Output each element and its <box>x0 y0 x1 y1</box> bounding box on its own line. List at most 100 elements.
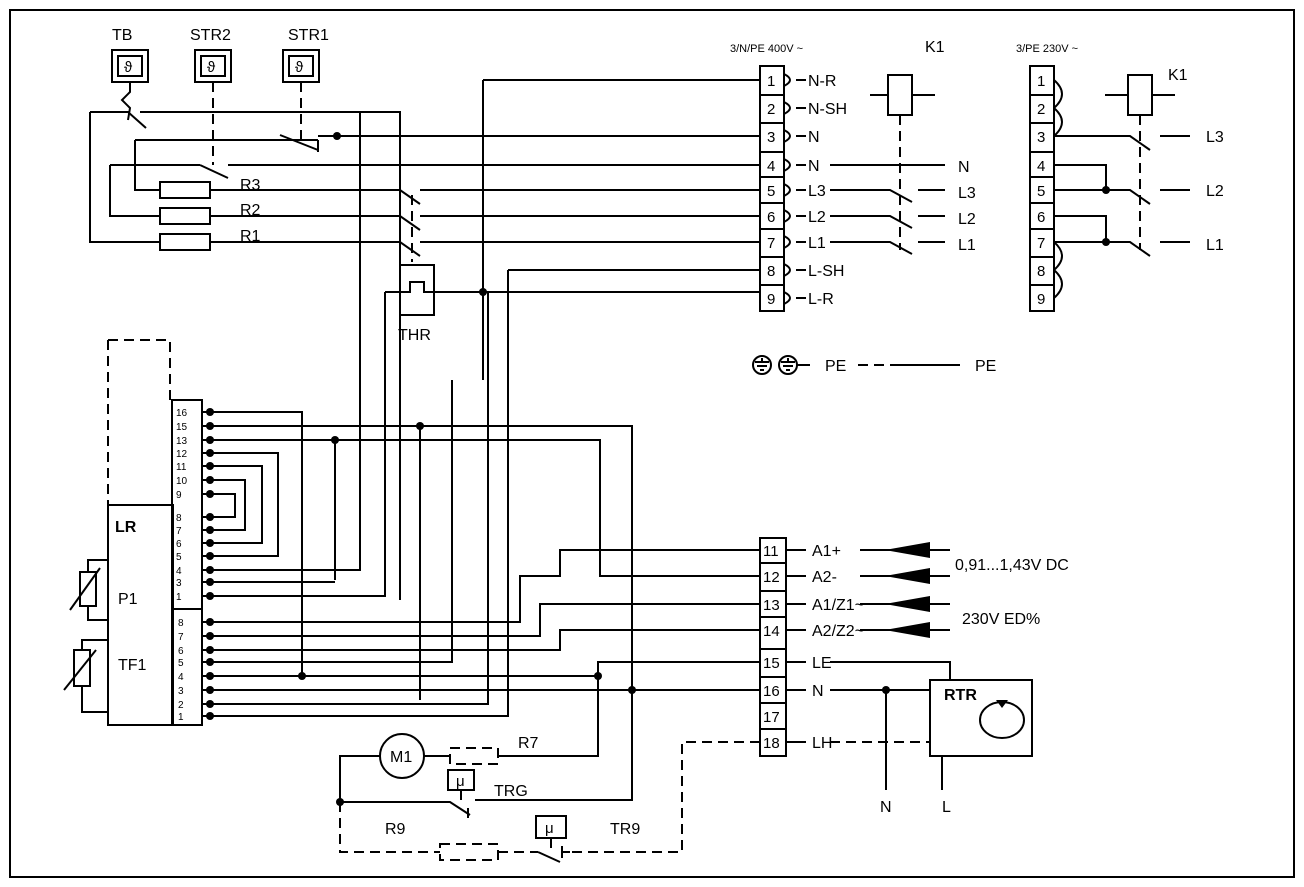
str1-label: STR1 <box>288 27 329 44</box>
k1-label-400: K1 <box>925 39 945 56</box>
lr-upper-pin: 9 <box>176 490 182 501</box>
terminal-a-number: 8 <box>767 263 775 280</box>
resistor-r1: R1 <box>159 228 261 251</box>
lr-upper-pin: 10 <box>176 476 188 487</box>
lr-upper-pin: 3 <box>176 578 182 589</box>
tr9-label: TR9 <box>610 821 640 838</box>
terminal-b-number: 1 <box>1037 73 1045 90</box>
terminal-b-number: 6 <box>1037 209 1045 226</box>
output-400-n: N <box>958 159 970 176</box>
terminal-a-name: N <box>808 129 820 146</box>
supply-230-title: 3/PE 230V ~ <box>1016 43 1078 55</box>
terminal-c-number: 15 <box>763 655 780 672</box>
thr-label: THR <box>398 327 431 344</box>
terminal-c-name: LE <box>812 655 832 672</box>
terminal-b-number: 2 <box>1037 101 1045 118</box>
lr-upper-pin: 7 <box>176 526 182 537</box>
lr-lower-pin: 6 <box>178 646 184 657</box>
tr9-mu-icon: μ <box>545 820 554 837</box>
pe-left-label: PE <box>825 358 846 375</box>
terminal-c-number: 13 <box>763 597 780 614</box>
lr-label: LR <box>115 519 137 536</box>
supply-400-title: 3/N/PE 400V ~ <box>730 43 803 55</box>
output-230-l2: L2 <box>1206 183 1224 200</box>
tb-theta-icon: ϑ <box>124 59 133 76</box>
resistor-r2: R2 <box>159 202 261 225</box>
lr-lower-pin: 2 <box>178 700 184 711</box>
terminal-c-number: 16 <box>763 683 780 700</box>
m1-label: M1 <box>390 749 412 766</box>
str1-theta-icon: ϑ <box>295 59 304 76</box>
output-400-l2: L2 <box>958 211 976 228</box>
lr-lower-pin: 7 <box>178 632 184 643</box>
lr-lower-pin: 3 <box>178 686 184 697</box>
input-arrows: 0,91...1,43V DC 230V ED% <box>860 542 1069 638</box>
lr-lower-pin: 5 <box>178 658 184 669</box>
terminal-c-number: 18 <box>763 735 780 752</box>
terminal-a-name: L1 <box>808 235 826 252</box>
str2-label: STR2 <box>190 27 231 44</box>
output-400-l3: L3 <box>958 185 976 202</box>
lr-lower-pin: 4 <box>178 672 184 683</box>
rtr-n-label: N <box>880 799 892 816</box>
terminal-a-number: 6 <box>767 209 775 226</box>
lr-upper-pin: 4 <box>176 566 182 577</box>
terminal-a-number: 7 <box>767 235 775 252</box>
lr-upper-pin: 12 <box>176 449 188 460</box>
k1-coil-400: K1 <box>870 39 945 250</box>
pe-ground: PE PE <box>752 355 996 375</box>
tf1-sensor: TF1 <box>63 639 147 713</box>
r9-label: R9 <box>385 821 406 838</box>
terminal-c-name: A1+ <box>812 543 841 560</box>
terminal-b-number: 9 <box>1037 291 1045 308</box>
terminal-a-name: L2 <box>808 209 826 226</box>
r7-label: R7 <box>518 735 539 752</box>
trg-relay: μ TRG <box>447 769 528 800</box>
terminal-a-number: 9 <box>767 291 775 308</box>
str2-thermostat: STR2 ϑ <box>190 27 232 83</box>
tb-thermostat: TB ϑ <box>111 27 149 83</box>
terminal-a-number: 5 <box>767 183 775 200</box>
p1-potentiometer: P1 <box>69 559 138 621</box>
terminal-b-number: 8 <box>1037 263 1045 280</box>
k1-coil-230: K1 <box>1105 67 1188 250</box>
diagram-frame <box>9 9 1295 878</box>
terminal-c-name: LH <box>812 735 832 752</box>
rtr-l-label: L <box>942 799 951 816</box>
p1-label: P1 <box>118 591 138 608</box>
terminal-c-number: 12 <box>763 569 780 586</box>
lr-upper-pin: 16 <box>176 408 188 419</box>
terminal-c-number: 17 <box>763 709 780 726</box>
tr9-relay: μ TR9 <box>535 815 640 848</box>
terminal-c-name: A2/Z2~ <box>812 623 864 640</box>
output-230-l3: L3 <box>1206 129 1224 146</box>
terminal-a-name: N-SH <box>808 101 847 118</box>
terminal-b-number: 7 <box>1037 235 1045 252</box>
input-ac-label: 230V ED% <box>962 611 1040 628</box>
terminal-c-name: A1/Z1~ <box>812 597 864 614</box>
terminal-c-name: N <box>812 683 824 700</box>
lr-upper-pin: 5 <box>176 552 182 563</box>
rtr-label: RTR <box>944 687 977 704</box>
lr-upper-pin: 13 <box>176 436 188 447</box>
str1-thermostat: STR1 ϑ <box>282 27 329 83</box>
terminal-a-name: L-SH <box>808 263 844 280</box>
lr-upper-pin: 1 <box>176 592 182 603</box>
terminal-a-number: 3 <box>767 129 775 146</box>
terminal-b-number: 5 <box>1037 183 1045 200</box>
terminal-a-number: 1 <box>767 73 775 90</box>
lr-lower-pin: 8 <box>178 618 184 629</box>
pe-right-label: PE <box>975 358 996 375</box>
r2-label: R2 <box>240 202 261 219</box>
terminal-c-number: 14 <box>763 623 780 640</box>
rtr-room-thermostat: RTR <box>929 679 1033 757</box>
lr-upper-pin: 11 <box>176 462 187 473</box>
lr-upper-pin: 6 <box>176 539 182 550</box>
terminal-c-number: 11 <box>763 543 779 560</box>
tf1-label: TF1 <box>118 657 147 674</box>
r3-label: R3 <box>240 177 261 194</box>
